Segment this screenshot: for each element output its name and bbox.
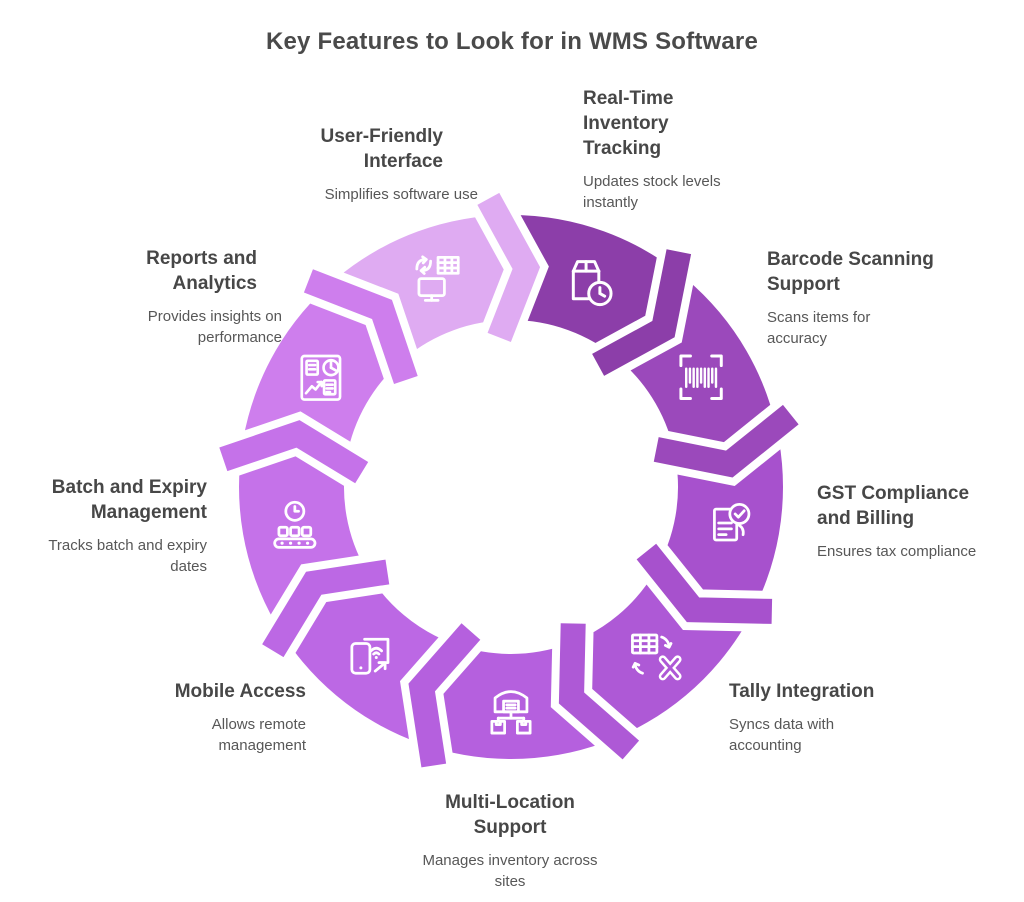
segment-label-multi-location-support: Multi-Location Support Manages inventory… bbox=[380, 790, 640, 893]
segment-label-gst-compliance-and-billing: GST Compliance and Billing Ensures tax c… bbox=[817, 481, 987, 563]
chevron-arrow-mobile-access bbox=[262, 559, 390, 658]
page-title: Key Features to Look for in WMS Software bbox=[265, 28, 759, 55]
segment-label-mobile-access: Mobile Access Allows remote management bbox=[116, 679, 306, 756]
segment-title: Tally Integration bbox=[729, 681, 875, 702]
segment-desc: Scans items for accuracy bbox=[767, 309, 871, 347]
chevron-arrow-gst-compliance-and-billing bbox=[636, 543, 773, 624]
segment-title: Reports and Analytics bbox=[146, 248, 257, 295]
segment-desc: Simplifies software use bbox=[324, 186, 478, 204]
chevron-arrow-user-friendly-interface bbox=[477, 192, 541, 343]
segment-title: Mobile Access bbox=[174, 681, 306, 702]
segment-desc: Allows remote management bbox=[211, 716, 306, 754]
segment-label-batch-and-expiry-management: Batch and Expiry Management Tracks batch… bbox=[32, 475, 207, 578]
segment-title: Multi-Location Support bbox=[445, 792, 575, 839]
segment-label-real-time-inventory-tracking: Real-Time Inventory Tracking Updates sto… bbox=[583, 86, 721, 214]
segment-desc: Manages inventory across sites bbox=[422, 852, 598, 890]
chevron-arrow-real-time-inventory-tracking bbox=[592, 249, 692, 376]
segment-label-barcode-scanning-support: Barcode Scanning Support Scans items for… bbox=[767, 247, 947, 350]
segment-label-tally-integration: Tally Integration Syncs data with accoun… bbox=[729, 679, 904, 756]
segment-title: GST Compliance and Billing bbox=[817, 483, 970, 530]
segment-desc: Ensures tax compliance bbox=[817, 543, 977, 561]
segment-title: User-Friendly Interface bbox=[320, 126, 443, 173]
segment-label-user-friendly-interface: User-Friendly Interface Simplifies softw… bbox=[293, 124, 478, 206]
chevron-arrow-barcode-scanning-support bbox=[653, 404, 799, 478]
chevron-arrow-tally-integration bbox=[558, 623, 640, 760]
segment-title: Barcode Scanning Support bbox=[767, 249, 934, 296]
segment-label-reports-and-analytics: Reports and Analytics Provides insights … bbox=[122, 246, 282, 349]
chevron-arrow-batch-and-expiry-management bbox=[219, 420, 369, 484]
segment-desc: Provides insights on performance bbox=[147, 308, 282, 346]
chevron-arrow-reports-and-analytics bbox=[303, 269, 418, 385]
segment-desc: Tracks batch and expiry dates bbox=[48, 537, 207, 575]
chevron-arrow-multi-location-support bbox=[408, 623, 481, 768]
segment-title: Batch and Expiry Management bbox=[51, 477, 207, 524]
segment-desc: Syncs data with accounting bbox=[729, 716, 835, 754]
segment-desc: Updates stock levels instantly bbox=[583, 173, 721, 211]
segment-title: Real-Time Inventory Tracking bbox=[583, 88, 674, 160]
